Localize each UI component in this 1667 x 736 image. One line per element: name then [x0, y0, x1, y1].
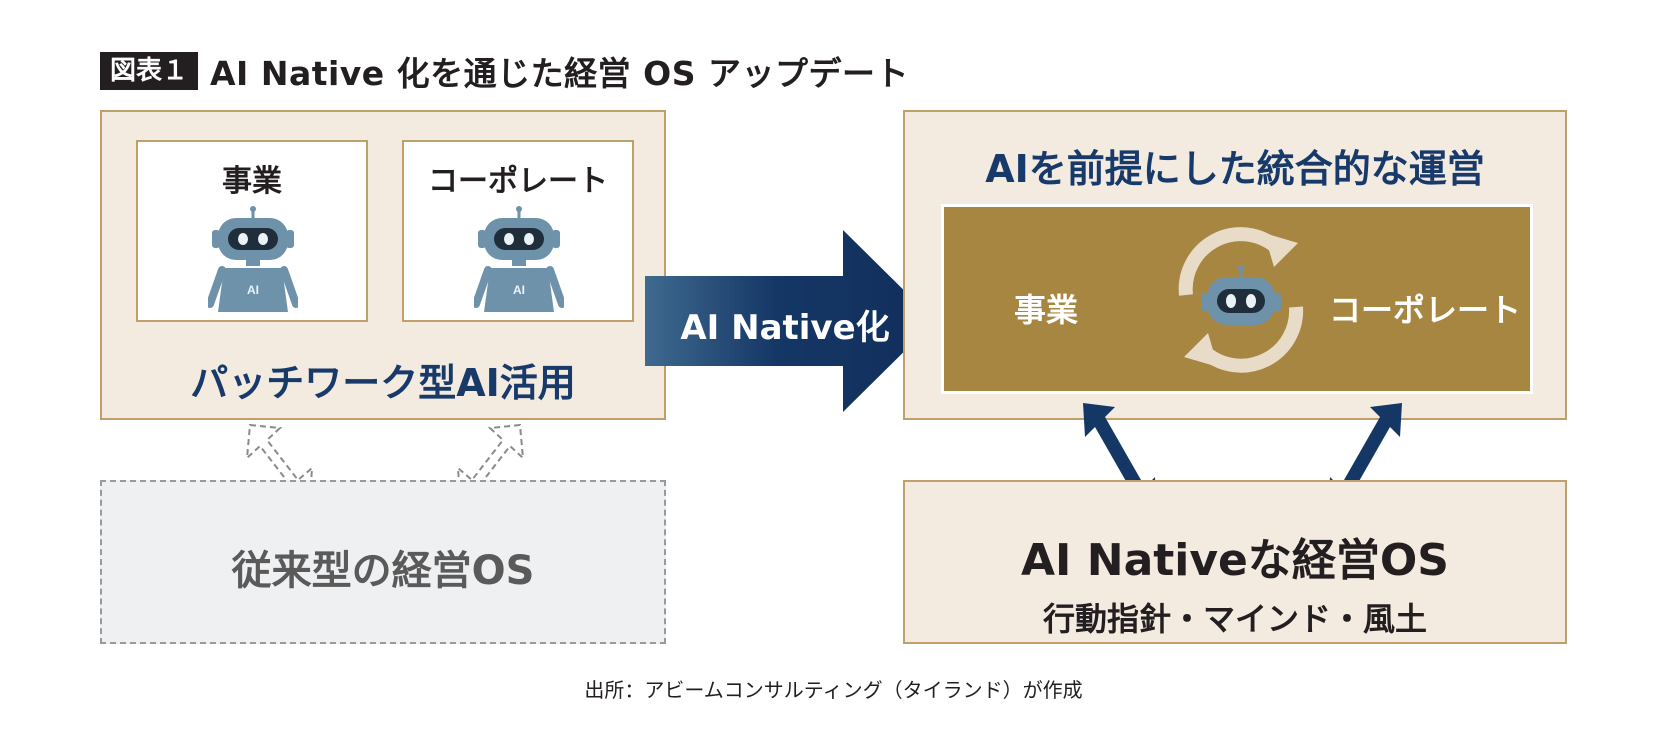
integrated-operation-panel: AIを前提にした統合的な運営 事業 コーポレート — [903, 110, 1567, 420]
legacy-os-box: 従来型の経営OS — [100, 480, 666, 644]
robot-head-icon — [1201, 265, 1281, 325]
patchwork-caption: パッチワーク型AI活用 — [190, 361, 576, 405]
transition-arrow-icon — [645, 230, 935, 412]
patchwork-ai-panel: 事業 AI コーポレート — [100, 110, 666, 420]
cycle-arrows-icon — [1178, 227, 1304, 373]
source-note: 出所：アビームコンサルティング（タイランド）が作成 — [584, 678, 1083, 702]
business-label: 事業 — [1014, 291, 1079, 329]
business-card-label: 事業 — [222, 164, 282, 199]
ai-native-os-subtitle: 行動指針・マインド・風土 — [1042, 600, 1427, 638]
ai-native-os-title: AI Nativeな経営OS — [1021, 535, 1449, 586]
transition-arrow-label: AI Native化 — [680, 308, 890, 348]
legacy-os-label: 従来型の経営OS — [231, 548, 535, 594]
figure-header: 図表１ AI Native 化を通じた経営 OS アップデート — [100, 48, 909, 94]
robot-ai-text: AI — [513, 283, 525, 297]
ai-native-os-box: AI Nativeな経営OS 行動指針・マインド・風土 — [903, 480, 1567, 644]
figure-title: AI Native 化を通じた経営 OS アップデート — [210, 54, 909, 93]
robot-ai-text: AI — [247, 283, 259, 297]
figure-number-badge: 図表１ — [100, 52, 199, 90]
corporate-card: コーポレート AI — [402, 140, 634, 322]
robot-icon: AI — [474, 206, 564, 312]
corporate-card-label: コーポレート — [428, 164, 608, 199]
corporate-label: コーポレート — [1329, 291, 1522, 329]
integrated-operation-title: AIを前提にした統合的な運営 — [985, 147, 1485, 191]
business-card: 事業 AI — [136, 140, 368, 322]
robot-icon: AI — [208, 206, 298, 312]
integrated-operation-box: 事業 コーポレート — [941, 204, 1533, 394]
